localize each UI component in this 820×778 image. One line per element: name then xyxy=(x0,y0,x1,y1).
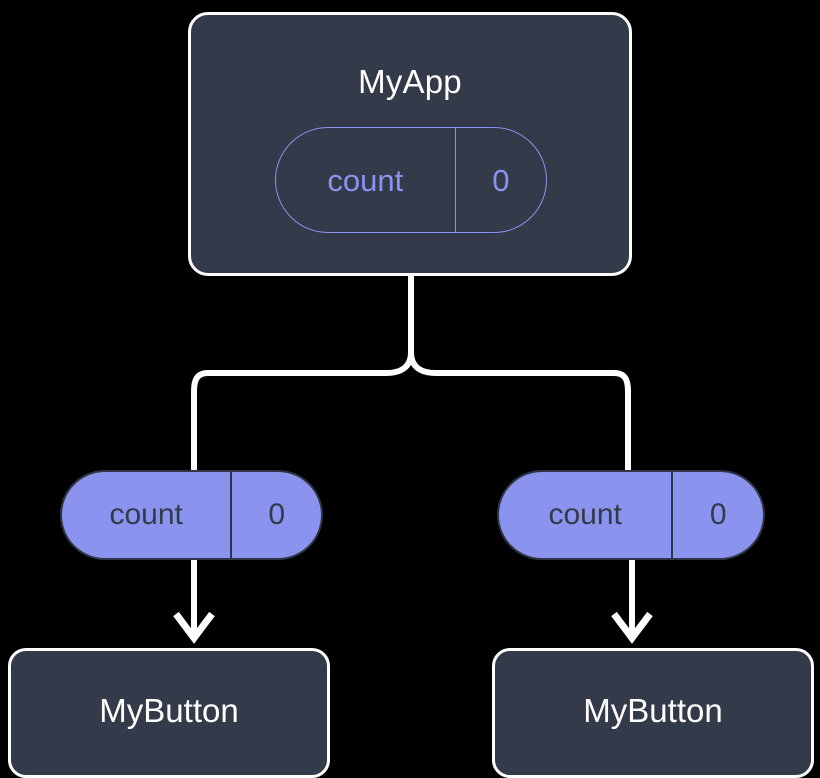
arrow-head-right-icon xyxy=(611,611,653,644)
arrow-head-left-icon xyxy=(173,611,215,644)
component-title-mybutton: MyButton xyxy=(99,692,239,729)
state-pill-left-count[interactable]: count 0 xyxy=(60,470,323,560)
state-pill-key: count xyxy=(62,472,233,558)
state-pill-value: 0 xyxy=(492,162,510,198)
state-pill-value: 0 xyxy=(709,498,727,531)
component-title-mybutton: MyButton xyxy=(583,692,723,729)
state-pill-key: count xyxy=(276,128,456,232)
component-node-mybutton-left[interactable]: MyButton xyxy=(8,648,330,778)
component-node-mybutton-right[interactable]: MyButton xyxy=(492,648,814,778)
state-pill-value: 0 xyxy=(268,498,286,531)
state-pill-right-count[interactable]: count 0 xyxy=(497,470,765,560)
connector-fork-left xyxy=(191,351,414,470)
state-pill-key: count xyxy=(499,472,674,558)
component-title-myapp: MyApp xyxy=(358,63,462,100)
connector-fork-right xyxy=(408,351,631,470)
state-pill-myapp-count[interactable]: count 0 xyxy=(275,127,547,233)
